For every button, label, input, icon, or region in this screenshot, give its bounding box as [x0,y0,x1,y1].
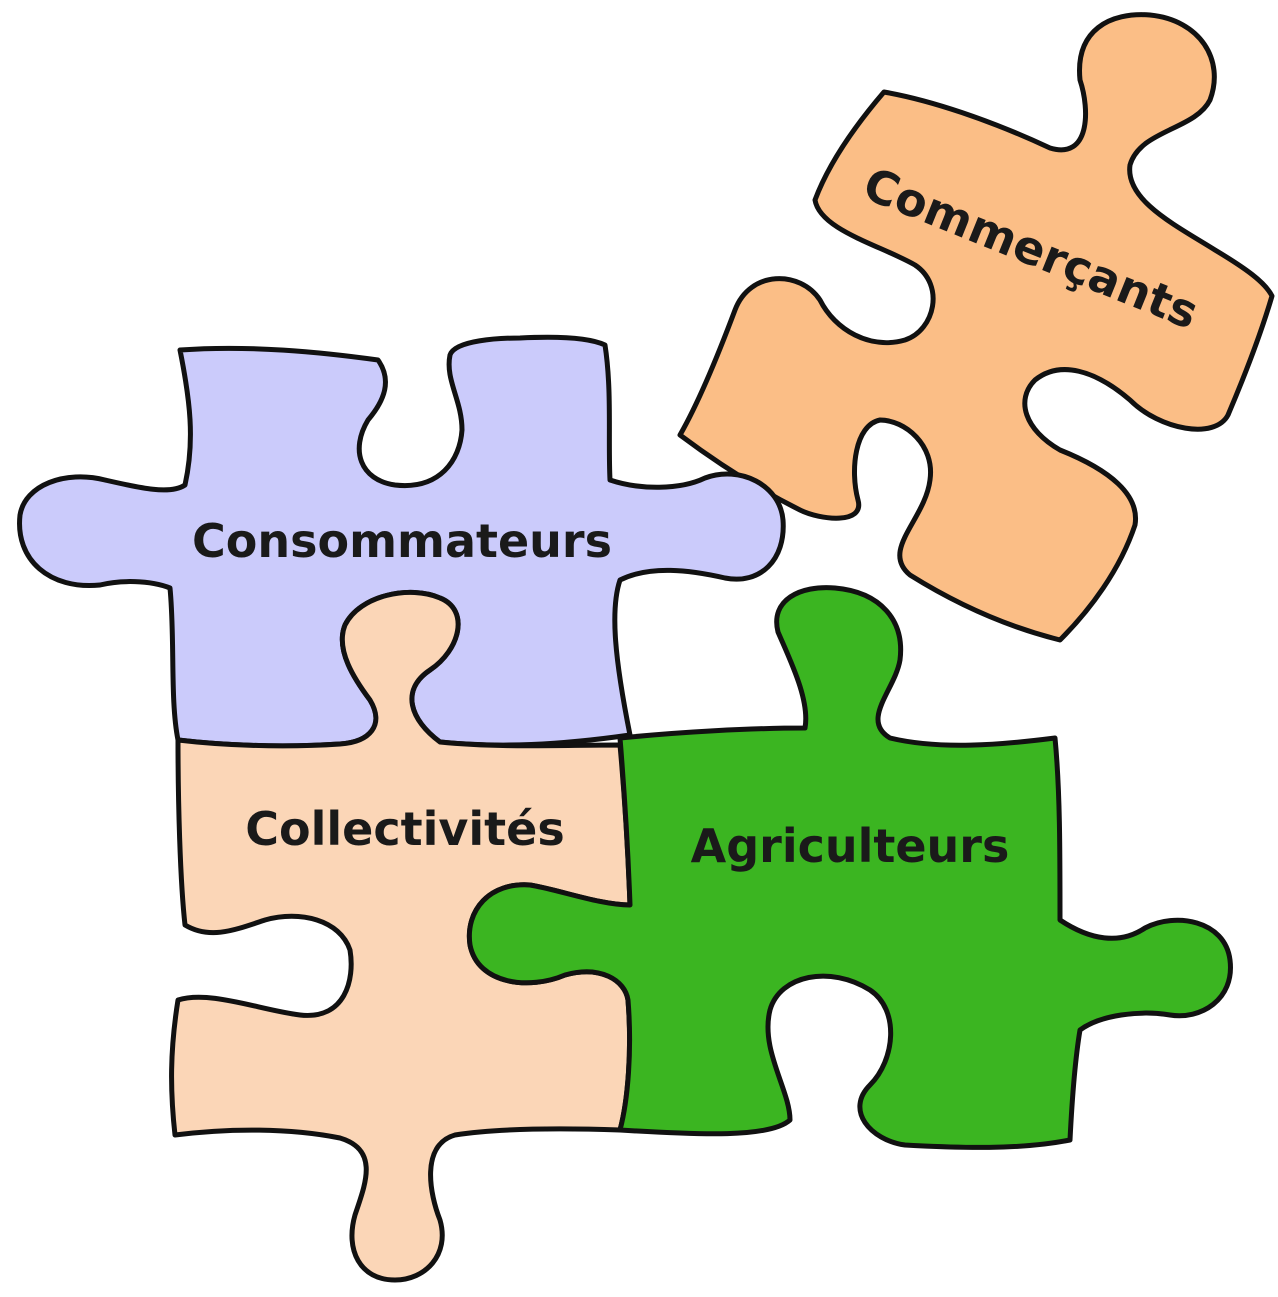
piece-agriculteurs-label: Agriculteurs [691,819,1010,873]
piece-consommateurs: Consommateurs [17,334,786,749]
piece-agriculteurs-shape [466,585,1233,1150]
piece-consommateurs-shape [17,334,786,749]
piece-commercants-shape [677,12,1275,643]
piece-collectivites-label: Collectivités [245,802,564,856]
piece-consommateurs-label: Consommateurs [192,514,612,568]
piece-agriculteurs: Agriculteurs [466,585,1233,1150]
